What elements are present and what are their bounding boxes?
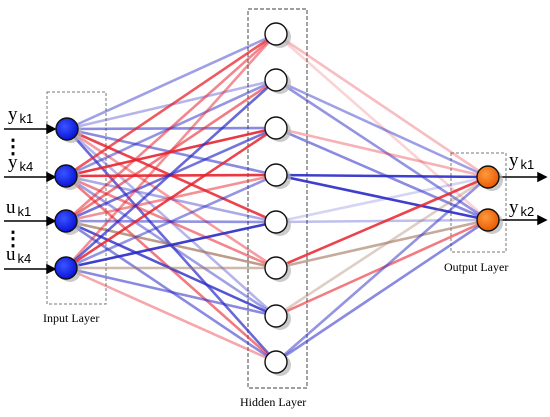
input-node-3 bbox=[54, 209, 78, 233]
connection-input-4-hidden-7 bbox=[64, 266, 278, 318]
connection-hidden-4-output-2 bbox=[274, 173, 490, 222]
input-label-3-sub: k1 bbox=[17, 204, 32, 219]
connection-input-1-hidden-1 bbox=[65, 32, 278, 131]
connection-hidden-7-output-1 bbox=[274, 175, 490, 318]
hidden-node-5 bbox=[264, 210, 288, 234]
input-arrowhead-3 bbox=[46, 215, 57, 227]
connection-hidden-1-output-1 bbox=[274, 32, 490, 179]
nodes bbox=[54, 22, 503, 376]
input-label-2-name: y bbox=[8, 152, 18, 173]
input-label-1-sub: k1 bbox=[19, 111, 34, 126]
connection-hidden-5-output-2 bbox=[274, 218, 490, 224]
output-arrowhead-2 bbox=[537, 214, 548, 226]
output-label-2-name: y bbox=[509, 197, 519, 218]
output-node-1 bbox=[476, 165, 500, 189]
ellipsis-mark-1: ⋮ bbox=[3, 136, 23, 158]
connection-hidden-6-output-2 bbox=[274, 218, 490, 270]
output-label-1-name: y bbox=[509, 150, 519, 171]
input-arrowhead-2 bbox=[46, 171, 57, 183]
output-arrowhead-1 bbox=[537, 171, 548, 183]
input-label-4-name: u bbox=[6, 244, 16, 265]
connection-hidden-3-output-1 bbox=[274, 126, 490, 179]
connection-input-4-hidden-4 bbox=[64, 173, 278, 270]
hidden-node-7 bbox=[264, 304, 288, 328]
connection-input-4-hidden-8 bbox=[64, 266, 278, 364]
input-layer-box bbox=[46, 91, 107, 305]
input-arrowhead-4 bbox=[46, 263, 57, 275]
connection-hidden-5-output-1 bbox=[274, 175, 490, 224]
connection-hidden-8-output-2 bbox=[274, 218, 490, 364]
connection-hidden-3-output-2 bbox=[274, 126, 490, 222]
input-label-1-name: y bbox=[8, 104, 18, 125]
hidden-node-2 bbox=[264, 68, 288, 92]
connections bbox=[64, 32, 490, 364]
input-label-3-name: u bbox=[6, 197, 16, 218]
connection-input-4-hidden-1 bbox=[64, 32, 278, 270]
connection-input-4-hidden-5 bbox=[64, 220, 278, 270]
ellipsis-mark-2: ⋮ bbox=[3, 228, 23, 250]
connection-hidden-2-output-1 bbox=[274, 78, 490, 179]
connection-input-4-hidden-3 bbox=[64, 126, 278, 270]
input-arrowhead-1 bbox=[46, 123, 57, 135]
connection-hidden-8-output-1 bbox=[274, 175, 490, 364]
hidden-node-1 bbox=[264, 22, 288, 46]
connection-input-2-hidden-1 bbox=[64, 32, 278, 178]
input-node-1 bbox=[55, 117, 79, 141]
output-layer-box bbox=[450, 152, 507, 253]
connection-input-4-hidden-2 bbox=[64, 78, 278, 270]
input-label-2-sub: k4 bbox=[19, 159, 34, 174]
io-arrows bbox=[4, 123, 548, 275]
connection-hidden-1-output-2 bbox=[274, 32, 490, 222]
connection-input-3-hidden-1 bbox=[64, 32, 278, 223]
hidden-node-4 bbox=[264, 163, 288, 187]
connection-hidden-4-output-1 bbox=[274, 173, 490, 179]
output-label-1-sub: k1 bbox=[520, 157, 535, 172]
hidden-layer-box bbox=[247, 8, 308, 389]
hidden-node-8 bbox=[264, 350, 288, 374]
input-node-4 bbox=[54, 256, 78, 280]
output-layer-caption: Output Layer bbox=[444, 260, 509, 274]
hidden-layer-caption: Hidden Layer bbox=[240, 395, 307, 409]
output-node-2 bbox=[476, 208, 500, 232]
input-node-2 bbox=[54, 164, 78, 188]
connection-hidden-2-output-2 bbox=[274, 78, 490, 222]
connection-hidden-6-output-1 bbox=[274, 175, 490, 270]
output-label-2-sub: k2 bbox=[520, 204, 535, 219]
input-label-4-sub: k4 bbox=[17, 251, 32, 266]
hidden-node-3 bbox=[264, 116, 288, 140]
input-layer-caption: Input Layer bbox=[43, 311, 100, 325]
hidden-node-6 bbox=[264, 256, 288, 280]
